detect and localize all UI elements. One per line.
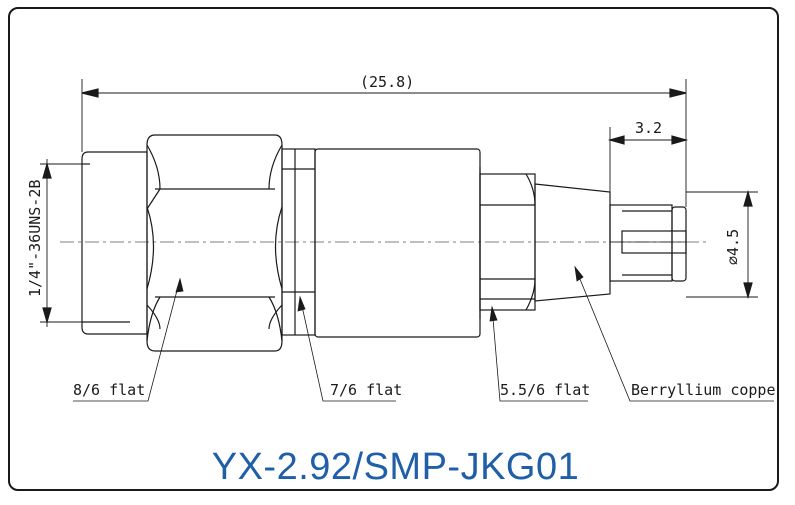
drawing-frame: (25.8) 3.2 ⌀4.5 1/4"-36UNS-2B 8/6 flat 7… [8,7,779,491]
material-callout: Berryllium copper [631,381,779,399]
pin-length-dimension [607,127,689,192]
contact-tip [609,204,687,282]
part-number-title: YX-2.92/SMP-JKG01 [211,446,580,488]
thread-label: 1/4"-36UNS-2B [26,180,44,297]
hex-nut-8 [146,134,283,352]
hex-2-callout: 7/6 flat [330,381,402,399]
pin-length-label: 3.2 [635,119,662,137]
hex-1-callout: 8/6 flat [73,381,145,399]
hex-3-callout: 5.5/6 flat [500,381,590,399]
hex-section-5-5 [479,173,536,311]
connector-drawing: (25.8) 3.2 ⌀4.5 1/4"-36UNS-2B 8/6 flat 7… [26,73,779,402]
diameter-dimension [686,189,758,300]
leader-lines [73,265,774,402]
diameter-label: ⌀4.5 [724,229,742,265]
overall-length-dimension [81,79,687,207]
thread-body [81,151,148,335]
thread-dimension [40,159,82,327]
overall-length-label: (25.8) [360,73,414,91]
tapered-body [534,183,611,302]
main-body [314,148,481,338]
